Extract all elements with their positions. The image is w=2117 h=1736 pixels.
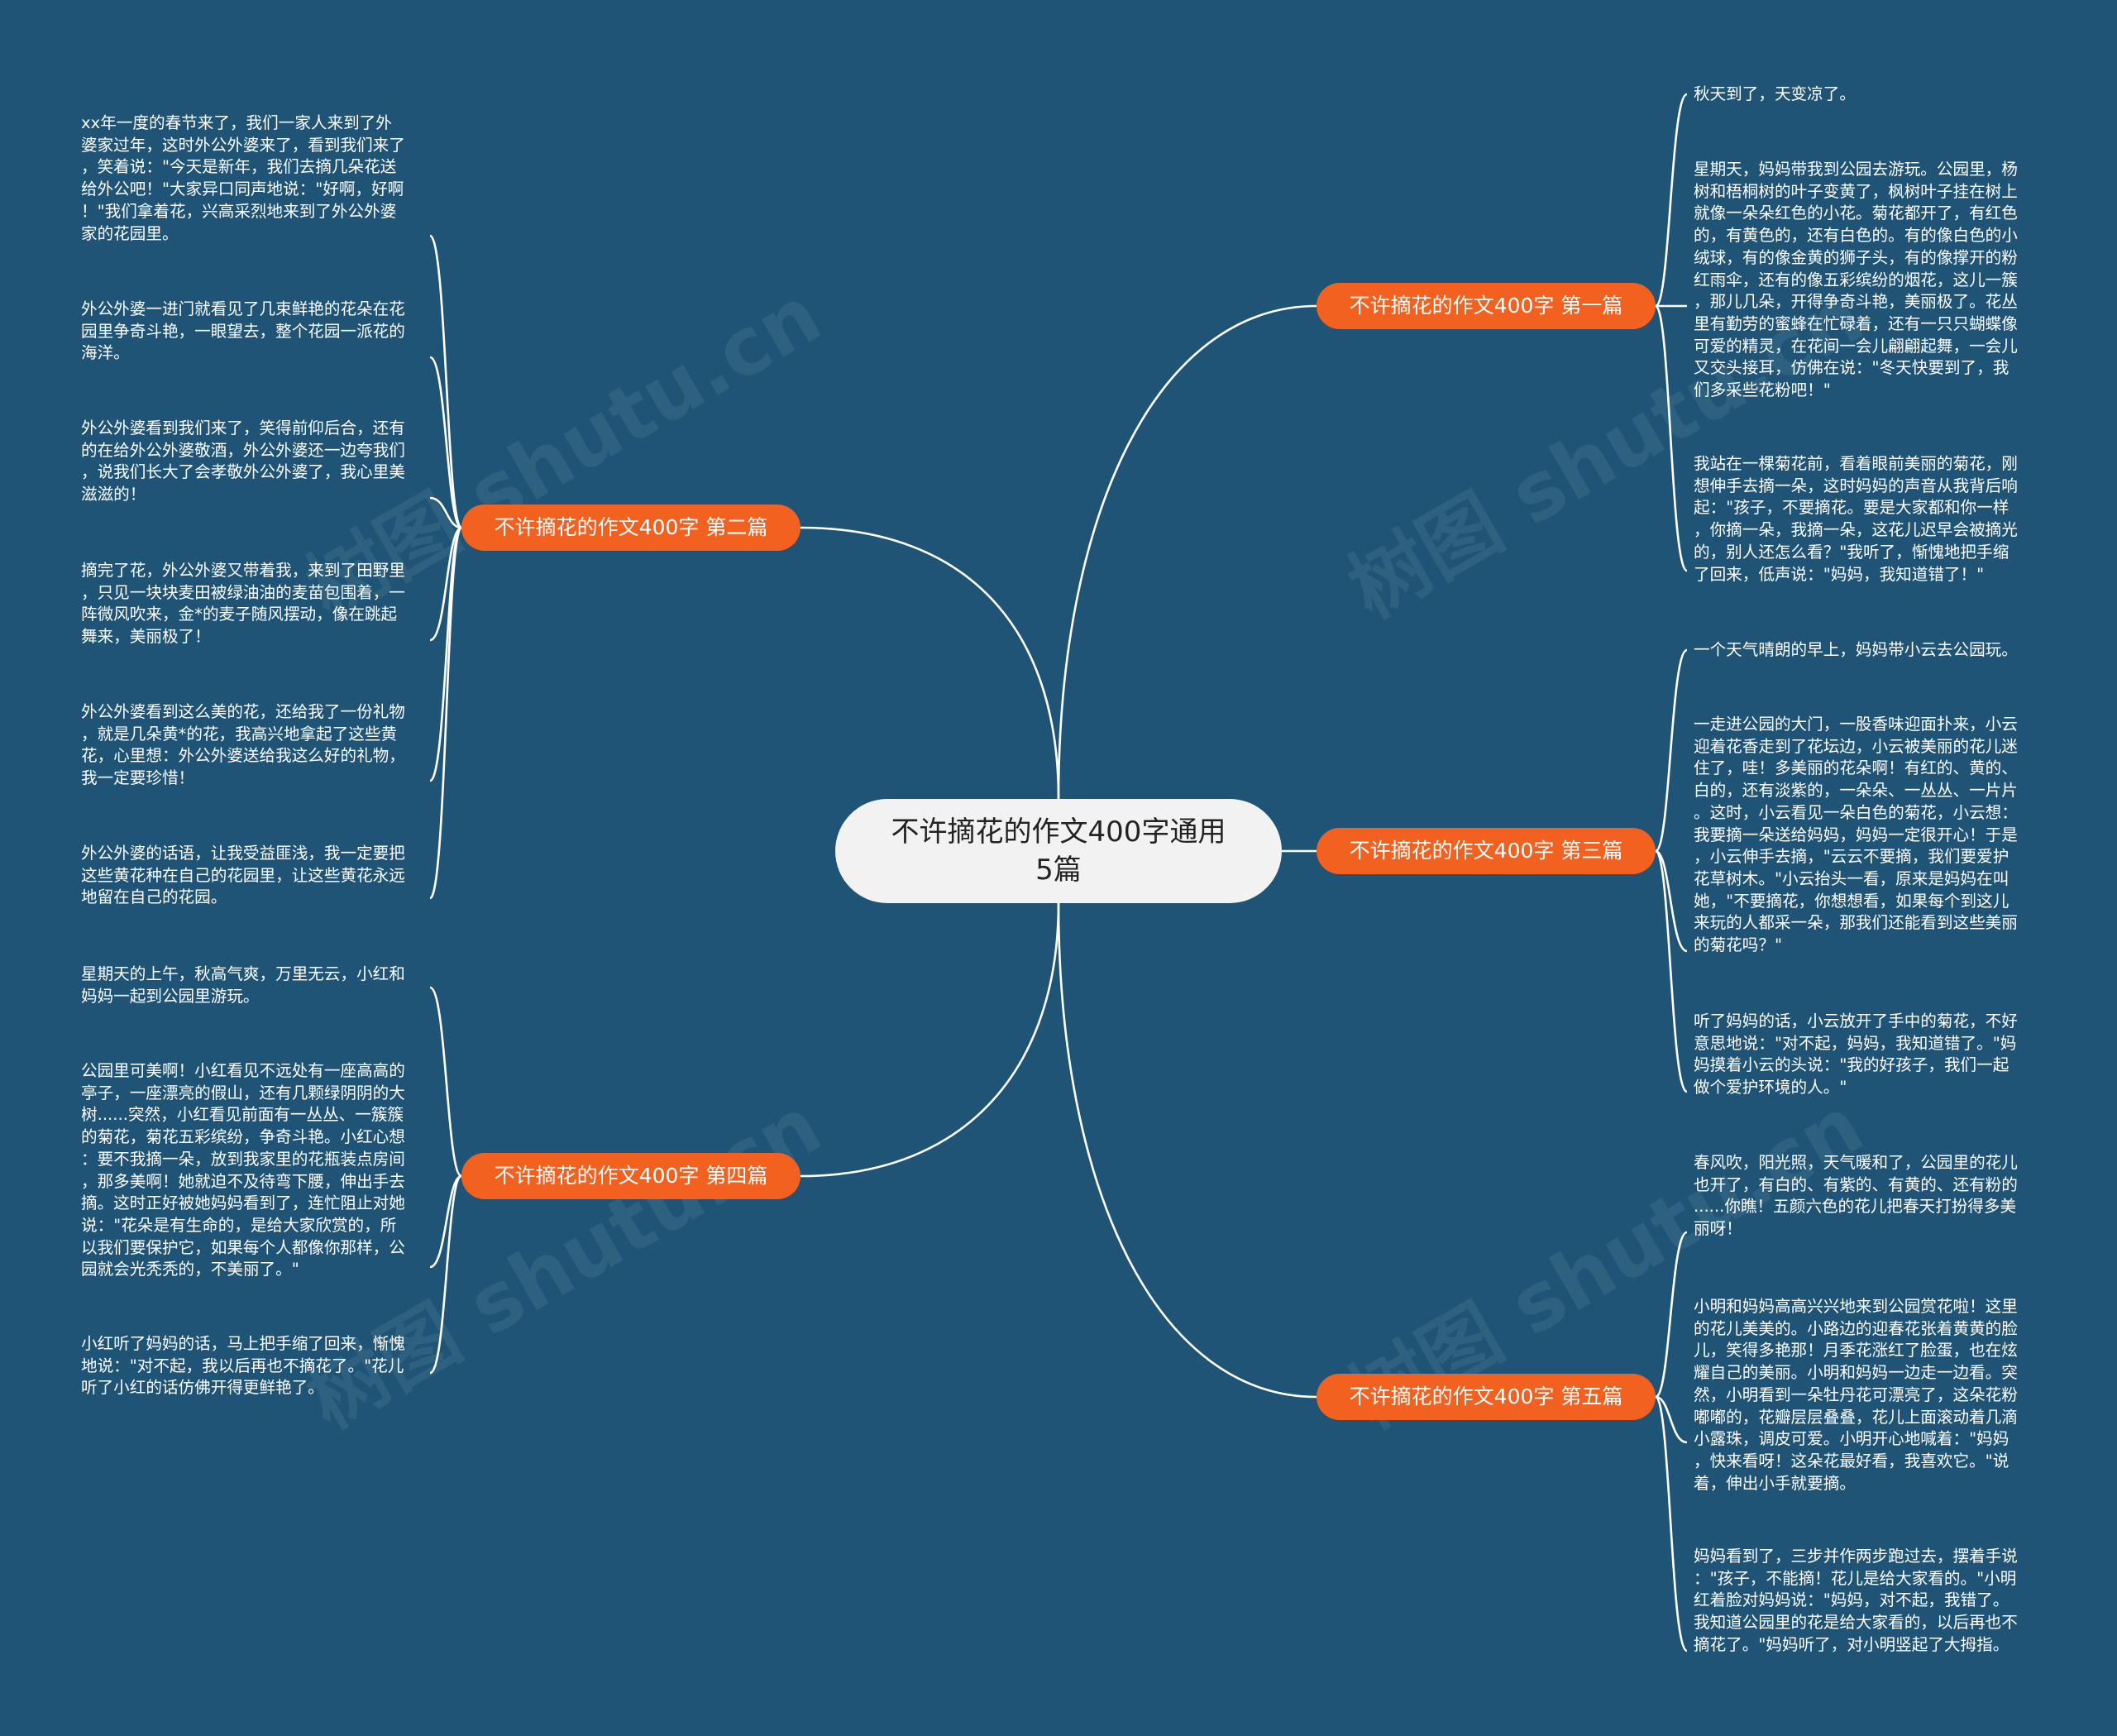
link-b5-leaf3 (1654, 1395, 1689, 1652)
leaf-b1-3: 我站在一棵菊花前，看着眼前美丽的菊花，刚 想伸手去摘一朵，这时妈妈的声音从我背后… (1694, 454, 2018, 584)
leaf-b5-1: 春风吹，阳光照，天气暖和了，公园里的花儿 也开了，有白的、有紫的、有黄的、还有粉… (1694, 1153, 2018, 1239)
branch-3[interactable]: 不许摘花的作文400字 第三篇 (1317, 828, 1656, 874)
link-b2-leaf3 (429, 496, 462, 529)
link-b3-leaf2 (1655, 849, 1688, 953)
link-b2-leaf2 (429, 356, 462, 529)
leaf-b2-1: xx年一度的春节来了，我们一家人来到了外 婆家过年，这时外公外婆来了，看到我们来… (81, 113, 405, 243)
branch-4-label: 不许摘花的作文400字 第四篇 (494, 1164, 768, 1188)
link-center-b2 (800, 526, 1060, 800)
link-b4-leaf1 (429, 986, 463, 1178)
leaf-b2-6: 外公外婆的话语，让我受益匪浅，我一定要把 这些黄花种在自己的花园里，让这些黄花永… (81, 844, 405, 907)
leaf-b2-2: 外公外婆一进门就看见了几束鲜艳的花朵在花 园里争奇斗艳，一眼望去，整个花园一派花… (81, 299, 405, 363)
central-topic[interactable]: 不许摘花的作文400字通用5篇 (835, 799, 1282, 903)
branch-1-label: 不许摘花的作文400字 第一篇 (1349, 294, 1623, 318)
branch-5[interactable]: 不许摘花的作文400字 第五篇 (1317, 1374, 1656, 1420)
leaf-b5-3: 妈妈看到了，三步并作两步跑过去，摆着手说 ："孩子，不能摘！花儿是给大家看的。"… (1694, 1547, 2018, 1654)
branch-5-label: 不许摘花的作文400字 第五篇 (1349, 1384, 1623, 1408)
link-center-b5 (1057, 902, 1317, 1399)
link-b3-leaf3 (1654, 849, 1689, 1093)
leaf-b3-1: 一个天气晴朗的早上，妈妈带小云去公园玩。 (1694, 640, 2018, 659)
link-b4-leaf2 (429, 1174, 462, 1269)
leaf-b2-3: 外公外婆看到我们来了，笑得前仰后合，还有 的在给外公外婆敬酒，外公外婆还一边夸我… (81, 418, 405, 505)
link-b5-leaf1 (1655, 1231, 1688, 1399)
link-b1-leaf3 (1654, 304, 1689, 572)
central-topic-label: 不许摘花的作文400字通用5篇 (891, 815, 1226, 887)
link-center-b1 (1057, 304, 1317, 800)
link-b5-leaf2 (1655, 1395, 1688, 1444)
leaf-b2-4: 摘完了花，外公外婆又带着我，来到了田野里 ，只见一块块麦田被绿油油的麦苗包围着，… (81, 561, 405, 647)
link-b2-leaf1 (428, 234, 463, 529)
leaf-b4-1: 星期天的上午，秋高气爽，万里无云，小红和 妈妈一起到公园里游玩。 (81, 964, 405, 1006)
branch-1[interactable]: 不许摘花的作文400字 第一篇 (1317, 283, 1656, 329)
link-center-b4 (800, 902, 1060, 1178)
branch-2-label: 不许摘花的作文400字 第二篇 (494, 515, 768, 539)
link-b4-leaf3 (429, 1174, 463, 1375)
branch-4[interactable]: 不许摘花的作文400字 第四篇 (461, 1153, 800, 1199)
branch-3-label: 不许摘花的作文400字 第三篇 (1349, 839, 1623, 863)
leaf-b3-2: 一走进公园的大门，一股香味迎面扑来，小云 迎着花香走到了花坛边，小云被美丽的花儿… (1694, 715, 2018, 955)
leaf-b5-2: 小明和妈妈高高兴兴地来到公园赏花啦！这里 的花儿美美的。小路边的迎春花张着黄黄的… (1694, 1297, 2018, 1493)
link-b2-leaf4 (429, 526, 462, 642)
leaf-b4-2: 公园里可美啊！小红看见不远处有一座高高的 亭子，一座漂亮的假山，还有几颗绿阴阴的… (81, 1061, 405, 1279)
leaf-b1-2: 星期天，妈妈带我到公园去游玩。公园里，杨 树和梧桐树的叶子变黄了，枫树叶子挂在树… (1694, 160, 2018, 400)
link-b3-leaf1 (1654, 648, 1688, 853)
link-b2-leaf6 (428, 526, 463, 900)
leaf-b1-1: 秋天到了，天变凉了。 (1694, 84, 1856, 103)
branch-2[interactable]: 不许摘花的作文400字 第二篇 (461, 505, 800, 551)
leaf-b4-3: 小红听了妈妈的话，马上把手缩了回来，惭愧 地说："对不起，我以后再也不摘花了。"… (81, 1334, 405, 1398)
leaf-b2-5: 外公外婆看到这么美的花，还给我了一份礼物 ，就是几朵黄*的花，我高兴地拿起了这些… (81, 702, 405, 788)
link-b1-leaf1 (1654, 93, 1688, 308)
leaf-b3-3: 听了妈妈的话，小云放开了手中的菊花，不好 意思地说："对不起，妈妈，我知道错了。… (1694, 1011, 2018, 1098)
